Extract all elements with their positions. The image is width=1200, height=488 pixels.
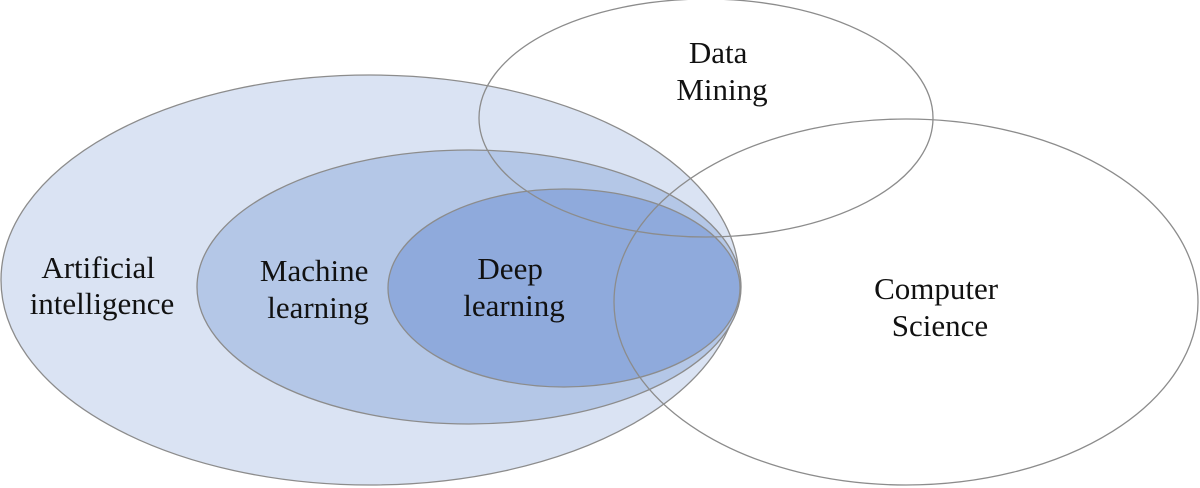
data-mining-ellipse xyxy=(478,0,934,238)
label-line: Deep xyxy=(477,251,542,286)
computer-science-label: Computer Science xyxy=(874,271,1006,343)
artificial-intelligence-label: Artificial intelligence xyxy=(30,250,175,321)
label-line: Artificial xyxy=(41,250,155,285)
label-line: Computer xyxy=(874,271,999,306)
deep-learning-label: Deep learning xyxy=(463,251,565,323)
label-line: learning xyxy=(267,290,369,325)
data-mining-label: Data Mining xyxy=(676,35,767,107)
machine-learning-label: Machine learning xyxy=(260,253,376,325)
label-line: Science xyxy=(892,308,988,343)
label-line: learning xyxy=(463,288,565,323)
deep-learning-ellipse xyxy=(387,188,741,388)
computer-science-ellipse xyxy=(613,118,1199,486)
label-line: intelligence xyxy=(30,286,175,321)
label-line: Machine xyxy=(260,253,368,288)
label-line: Data xyxy=(689,35,748,70)
label-line: Mining xyxy=(676,72,767,107)
